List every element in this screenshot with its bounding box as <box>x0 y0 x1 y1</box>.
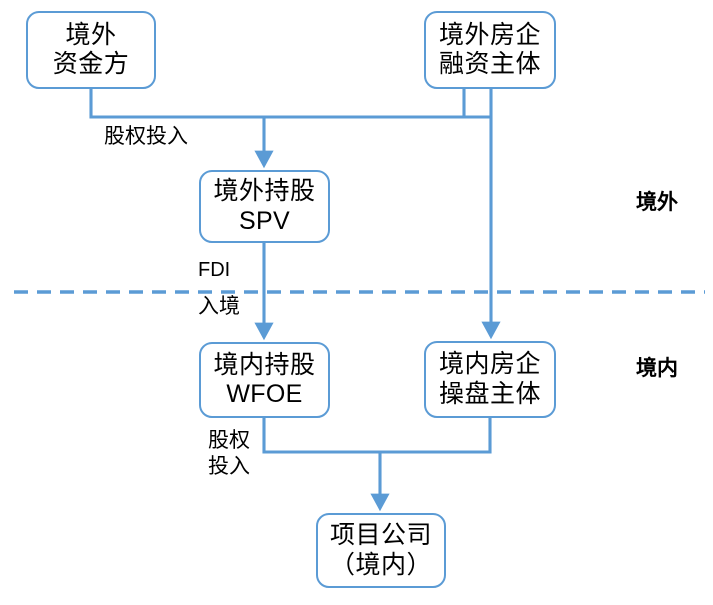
node-project-company[interactable]: 项目公司 （境内） <box>316 513 446 588</box>
node-line: 境外 <box>65 21 117 49</box>
edge-funder-to-bus <box>89 89 491 119</box>
edge-label-equity-bottom-line1: 股权 <box>208 428 250 452</box>
edge-label-inbound: 入境 <box>198 294 240 318</box>
edge-label-equity-injection-top: 股权投入 <box>104 124 188 148</box>
node-line: （境内） <box>329 551 432 579</box>
node-onshore-developer-operating-entity[interactable]: 境内房企 操盘主体 <box>424 341 556 418</box>
node-onshore-holding-wfoe[interactable]: 境内持股 WFOE <box>199 342 330 418</box>
node-line: 境外持股 <box>213 178 316 205</box>
node-offshore-developer-financing-entity[interactable]: 境外房企 融资主体 <box>424 11 556 89</box>
region-label-onshore: 境内 <box>636 357 678 380</box>
node-line: 境内持股 <box>213 351 316 379</box>
edge-label-equity-bottom-line2: 投入 <box>208 454 250 478</box>
node-line: WFOE <box>226 380 303 408</box>
node-offshore-funder[interactable]: 境外 资金方 <box>26 11 156 89</box>
node-line: SPV <box>239 206 290 235</box>
region-label-offshore: 境外 <box>636 191 678 214</box>
node-line: 操盘主体 <box>438 380 541 408</box>
node-line: 境内房企 <box>438 351 541 378</box>
node-line: 项目公司 <box>329 522 432 549</box>
node-line: 资金方 <box>52 51 130 78</box>
edge-wfoe-to-bus <box>262 418 492 454</box>
node-offshore-holding-spv[interactable]: 境外持股 SPV <box>199 170 330 243</box>
node-line: 融资主体 <box>438 51 541 78</box>
node-line: 境外房企 <box>438 21 541 49</box>
edge-label-fdi: FDI <box>198 259 231 281</box>
